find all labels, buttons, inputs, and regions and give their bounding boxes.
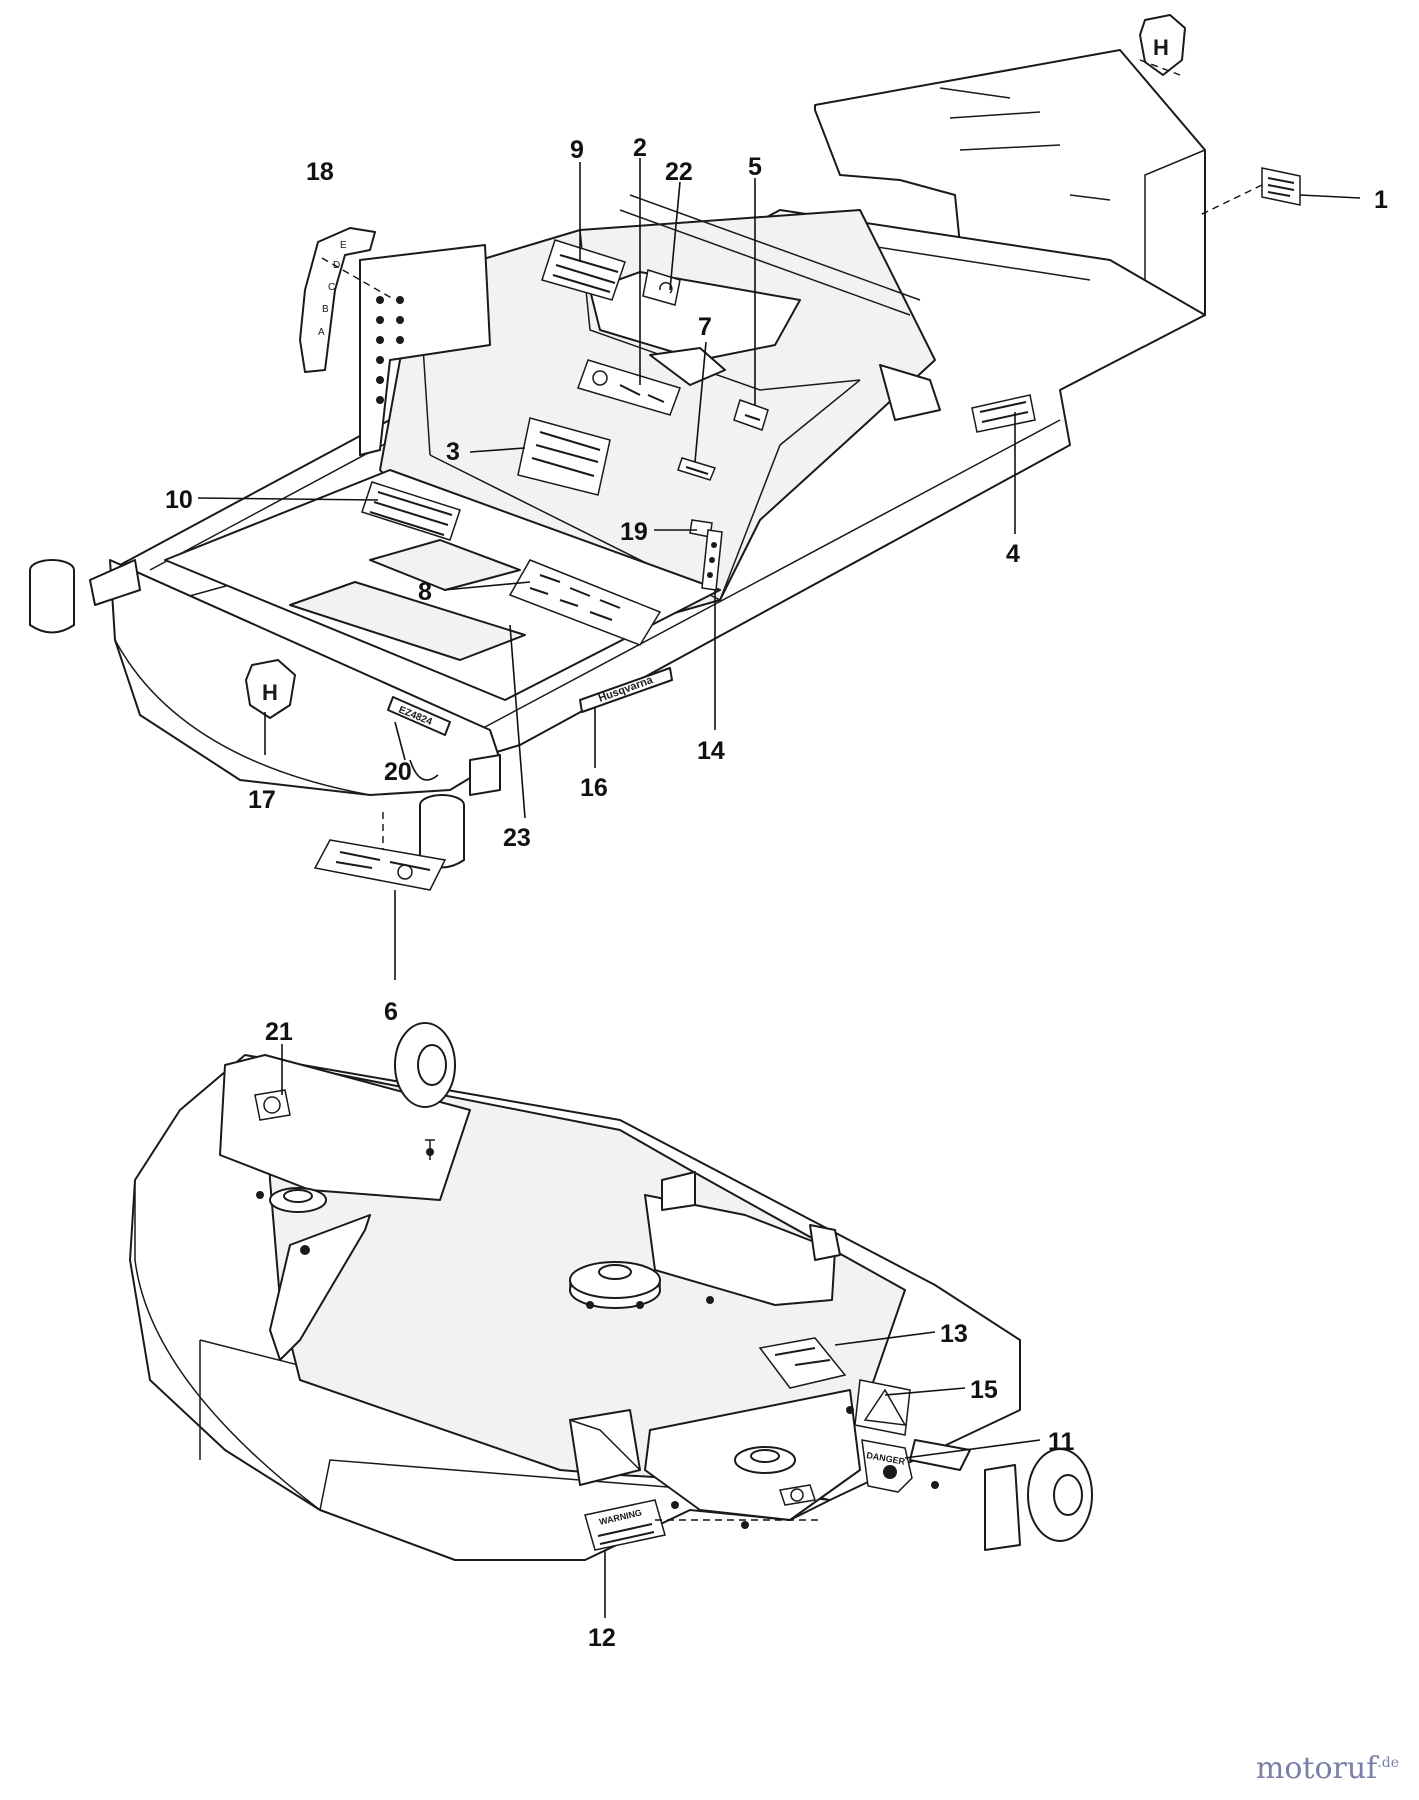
decal-2 [577, 359, 681, 416]
callout-6: 6 [384, 998, 398, 1026]
callout-9: 9 [570, 136, 584, 164]
callout-10: 10 [165, 486, 193, 514]
callout-3: 3 [446, 438, 460, 466]
decal-12: WARNING [584, 1499, 666, 1551]
callout-7: 7 [698, 313, 712, 341]
callout-22: 22 [665, 158, 693, 186]
decal-5 [733, 399, 769, 431]
callouts: 1 2 3 4 5 6 7 8 9 10 11 12 13 14 15 16 1… [165, 134, 1388, 1652]
decal-9 [541, 239, 626, 301]
decal-top-logo: H [1139, 14, 1186, 76]
decal-13 [758, 1337, 847, 1389]
watermark-suffix: .de [1377, 1755, 1399, 1771]
svg-text:A: A [318, 327, 325, 338]
callout-12: 12 [588, 1624, 616, 1652]
callout-23: 23 [503, 824, 531, 852]
callout-5: 5 [748, 153, 762, 181]
callout-4: 4 [1006, 540, 1020, 568]
watermark-main: motoruf [1255, 1751, 1378, 1786]
svg-text:D: D [333, 260, 340, 271]
decal-14 [701, 529, 723, 591]
callout-11: 11 [1048, 1428, 1075, 1456]
chassis-assembly [29, 49, 1206, 869]
decal-deck-right [779, 1484, 816, 1506]
decal-3 [517, 417, 611, 496]
logo-h-icon: H [262, 680, 278, 705]
callout-14: 14 [697, 737, 725, 765]
decal-6 [313, 839, 447, 891]
callout-19: 19 [620, 518, 648, 546]
svg-text:C: C [328, 282, 335, 293]
callout-21: 21 [265, 1018, 293, 1046]
decal-4 [971, 394, 1036, 433]
decal-11: DANGER [861, 1439, 913, 1493]
decal-1 [1261, 167, 1301, 206]
callout-15: 15 [970, 1376, 998, 1404]
decal-7 [677, 457, 717, 481]
callout-18: 18 [306, 158, 334, 186]
svg-text:E: E [340, 240, 347, 251]
callout-20-upper: 20 [384, 758, 412, 786]
callout-8: 8 [418, 578, 432, 606]
mower-deck-assembly [129, 1022, 1093, 1561]
logo-h-icon: H [1153, 35, 1169, 60]
callout-2: 2 [633, 134, 647, 162]
decal-17-logo: H [245, 659, 296, 719]
decal-15 [854, 1379, 911, 1436]
decal-10 [361, 481, 461, 541]
callout-13: 13 [940, 1320, 968, 1348]
svg-text:B: B [322, 304, 329, 315]
callout-16: 16 [580, 774, 608, 802]
decal-21 [254, 1089, 291, 1121]
callout-17: 17 [248, 786, 276, 814]
callout-1: 1 [1374, 186, 1388, 214]
watermark: motoruf.de [1256, 1751, 1399, 1786]
leader-lines [197, 59, 1361, 1618]
